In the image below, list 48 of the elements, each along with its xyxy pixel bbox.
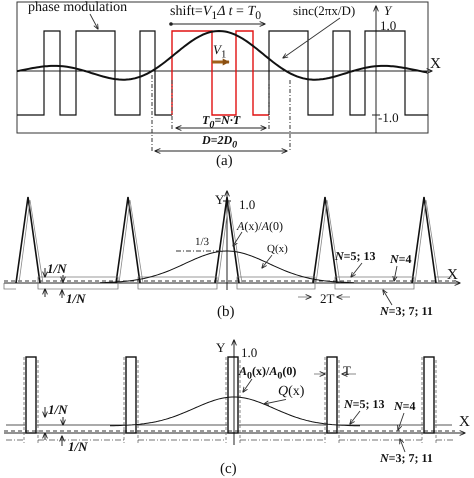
axis-label: X [459,414,470,430]
panel-label: (a) [216,153,233,170]
leader-line [242,378,252,393]
axis-label: X [430,56,441,72]
leader-line [232,232,242,247]
leader-line [382,289,392,306]
curve-label: N=3; 7; 11 [380,452,433,466]
level-label: 1/3 [195,236,210,248]
dimension-label: D=2D$_{0}$ [202,134,238,150]
leader-line [399,438,406,452]
leader-line [350,262,362,278]
axis-label: Y [216,341,226,356]
leader-line [349,410,360,425]
axis-label: Y [384,4,392,18]
axis-label: X [447,267,458,284]
tick-label: 1.0 [380,19,396,34]
curve-label: A(x)/A(0) [237,220,284,234]
axis-label: Y [215,193,224,208]
curve-label: Q(x) [267,243,288,256]
leader-line [282,18,340,59]
curve-label: N=4 [390,253,412,266]
curve-label: phase modulation [28,0,128,16]
panel-label: (c) [220,461,237,478]
level-label: 1/N [47,262,66,276]
tick-label: 1.0 [239,198,256,212]
leader-line [261,254,272,269]
dimension-label: 2T [320,292,334,306]
curve-label: N=5; 13 [344,398,385,412]
leader-line [90,14,99,30]
dimension-label: T$_{0}$=N·T [202,114,240,130]
tick-label: -1.0 [378,111,399,126]
level-label: 1/N [66,292,86,306]
curve-label: N=3; 7; 11 [380,305,433,318]
curve-label: sinc(2πx/D) [293,4,356,18]
curve-label: A$_{0}$(x)/A$_{0}$(0) [239,365,296,382]
tick-label: 1.0 [241,346,258,360]
leader-line [392,266,398,282]
dimension-label: T [343,364,351,378]
formula-label: shift=V$_{1}$Δ t= T$_{0}$ [170,4,262,23]
curve-label: Q(x) [278,384,304,400]
level-label: 1/N [68,440,88,454]
leader-line [263,398,286,406]
velocity-label: V$_{1}$ [213,43,226,62]
leader-line [397,412,404,431]
curve-label: N=5; 13 [335,250,376,264]
panel-label: (b) [217,304,234,320]
curve-label: N=4 [394,400,416,414]
level-label: 1/N [48,403,68,418]
